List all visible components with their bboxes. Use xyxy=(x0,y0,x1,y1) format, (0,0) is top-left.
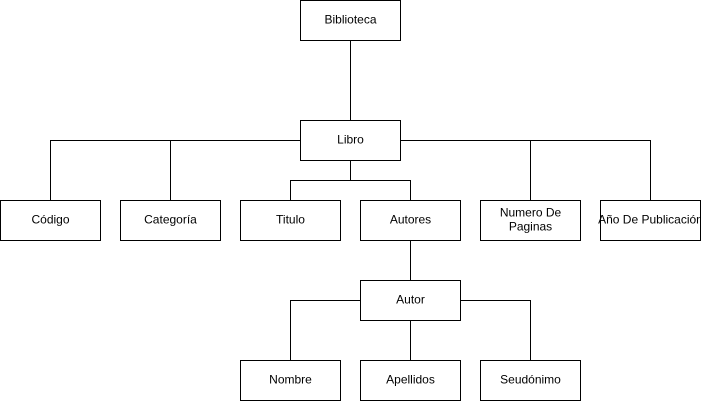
edge-libro-to-anio-publicacion xyxy=(400,140,651,201)
node-nombre: Nombre xyxy=(240,360,341,401)
node-titulo: Titulo xyxy=(240,200,341,241)
node-anio-publicacion-label: Año De Publicación xyxy=(598,213,701,227)
node-nombre-label: Nombre xyxy=(269,373,312,387)
node-titulo-box xyxy=(240,200,341,241)
node-apellidos: Apellidos xyxy=(360,360,461,401)
node-categoria-label: Categoría xyxy=(144,213,197,227)
node-biblioteca-box xyxy=(300,0,401,41)
edge-libro-to-codigo xyxy=(50,140,301,201)
node-autor: Autor xyxy=(360,280,461,321)
node-nombre-box xyxy=(240,360,341,401)
node-codigo-box xyxy=(0,200,101,241)
node-libro-label: Libro xyxy=(337,133,364,147)
node-biblioteca: Biblioteca xyxy=(300,0,401,41)
node-autores-label: Autores xyxy=(390,213,431,227)
edge-libro-to-categoria xyxy=(170,140,301,201)
node-apellidos-label: Apellidos xyxy=(386,373,435,387)
node-libro: Libro xyxy=(300,120,401,161)
edge-libro-to-numero-paginas xyxy=(400,140,531,201)
node-autor-label: Autor xyxy=(396,293,425,307)
node-seudonimo-box xyxy=(480,360,581,401)
node-codigo-label: Código xyxy=(31,213,69,227)
node-autores: Autores xyxy=(360,200,461,241)
node-numero-paginas-box xyxy=(480,200,581,241)
node-numero-paginas-label: Numero De xyxy=(500,206,562,220)
edge-libro-to-titulo xyxy=(290,160,351,201)
node-anio-publicacion: Año De Publicación xyxy=(598,200,701,241)
node-categoria: Categoría xyxy=(120,200,221,241)
node-numero-paginas-label: Paginas xyxy=(509,220,552,234)
connector-lines xyxy=(50,40,651,361)
node-anio-publicacion-box xyxy=(600,200,701,241)
node-codigo: Código xyxy=(0,200,101,241)
node-categoria-box xyxy=(120,200,221,241)
edge-autor-to-nombre xyxy=(290,300,361,361)
edge-autor-to-seudonimo xyxy=(460,300,531,361)
edge-libro-to-autores xyxy=(350,160,411,201)
node-titulo-label: Titulo xyxy=(276,213,305,227)
node-libro-box xyxy=(300,120,401,161)
node-biblioteca-label: Biblioteca xyxy=(324,13,376,27)
node-seudonimo: Seudónimo xyxy=(480,360,581,401)
node-autores-box xyxy=(360,200,461,241)
node-autor-box xyxy=(360,280,461,321)
node-seudonimo-label: Seudónimo xyxy=(500,373,561,387)
